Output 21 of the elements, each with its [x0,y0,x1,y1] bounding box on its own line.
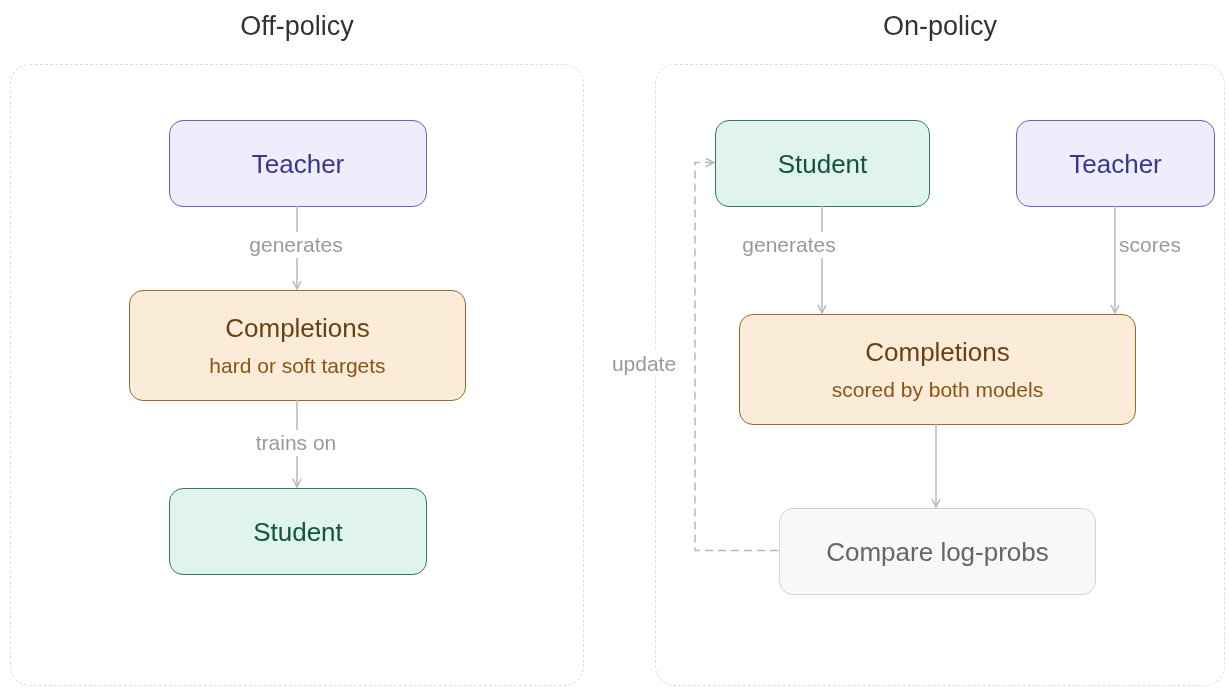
process-box [715,120,930,207]
process-box [169,120,427,207]
node-subtitle: hard or soft targets [209,352,386,379]
node-title: Teacher [1069,147,1162,180]
node-title: Student [253,515,343,548]
node-title: Student [777,147,868,180]
panel-title: Off-policy [240,11,354,42]
node-title: Compare log-probs [826,535,1049,568]
dashed-arrow [694,157,779,552]
arrow [1110,205,1120,314]
arrow [931,423,941,508]
process-box [779,508,1096,595]
node-title: Completions [225,311,370,344]
node-subtitle: scored by both models [831,376,1044,403]
process-box [739,314,1136,425]
node-title: Teacher [251,147,345,180]
process-box [129,290,466,401]
panel-title: On-policy [882,11,997,42]
node-title: Completions [865,335,1010,368]
process-box [1016,120,1215,207]
process-box [169,488,427,575]
